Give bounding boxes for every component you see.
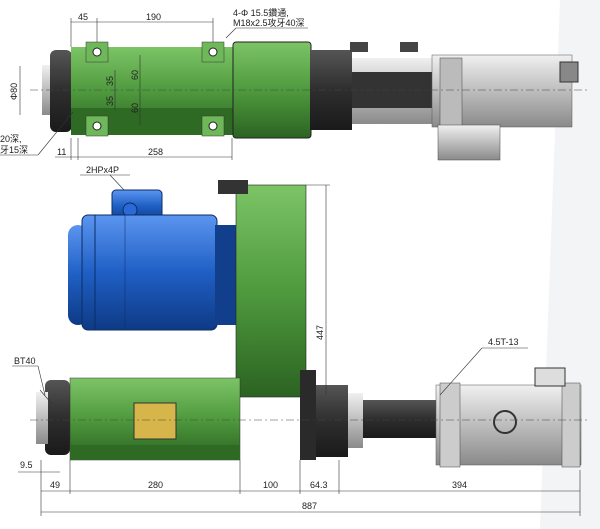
hole-note-2: M18x2.5攻牙40深: [233, 17, 305, 28]
dim-190: 190: [146, 12, 161, 22]
left-note-1: 20深,: [0, 134, 22, 144]
front-view: [30, 180, 590, 468]
dim-258: 258: [148, 147, 163, 157]
dim-60a: 60: [130, 70, 140, 80]
dim-45: 45: [78, 12, 88, 22]
hole-note-1: 4-Φ 15.5鑽通,: [233, 7, 289, 18]
motor-label: 2HPx4P: [86, 165, 119, 175]
motor: 2HPx4P: [68, 165, 237, 331]
dim-35b: 35: [105, 96, 115, 106]
dim-49: 49: [50, 480, 60, 490]
dim-100: 100: [263, 480, 278, 490]
dim-394: 394: [452, 480, 467, 490]
front-view-dimensions: 447 BT40 4.5T-13 9.5 49 280 100 64.3 394…: [12, 184, 581, 516]
dim-280: 280: [148, 480, 163, 490]
left-note-2: 牙15深: [0, 145, 28, 155]
top-view-spindle: [30, 41, 590, 161]
dim-phi80: Φ80: [9, 83, 19, 100]
dim-64-3: 64.3: [310, 480, 328, 490]
dim-887: 887: [302, 501, 317, 511]
top-view-dimensions: 45 190 4-Φ 15.5鑽通, M18x2.5攻牙40深 Φ80 35 3…: [0, 7, 308, 160]
cylinder-label: 4.5T-13: [488, 337, 519, 347]
dim-11: 11: [57, 147, 66, 157]
dim-447: 447: [315, 325, 325, 340]
bt40-label: BT40: [14, 356, 36, 366]
dim-35a: 35: [105, 76, 115, 86]
dim-9-5: 9.5: [20, 460, 33, 470]
dim-60b: 60: [130, 103, 140, 113]
